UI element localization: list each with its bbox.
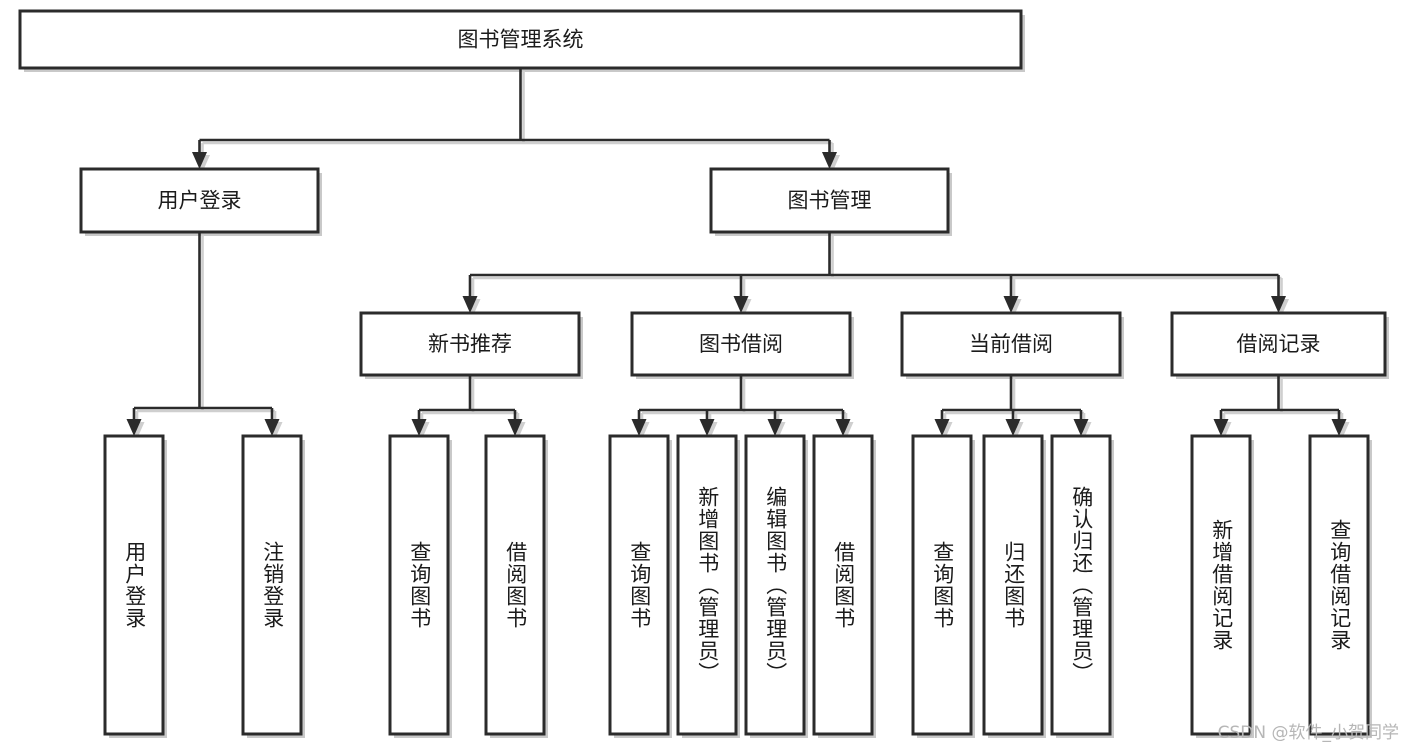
arrow-head [507,419,523,436]
node-label-root: 图书管理系统 [458,28,584,52]
node-box-leaf-edit-book[interactable] [744,434,806,736]
node-box-borrow-record[interactable] [1170,311,1387,377]
arrow-head [1213,419,1229,436]
arrow-head [126,419,142,436]
node-label-book-manage: 图书管理 [788,189,872,213]
node-box-leaf-add-book[interactable] [676,434,738,736]
node-box-leaf-return-book[interactable] [982,434,1044,736]
node-label-new-book-rec: 新书推荐 [428,332,512,356]
arrow-head [934,419,950,436]
node-box-root[interactable] [18,9,1023,70]
node-label-borrow-record: 借阅记录 [1237,332,1321,356]
arrow-head [1003,296,1019,313]
arrow-head [192,152,207,169]
node-label-current-borrow: 当前借阅 [969,332,1053,356]
watermark-text: CSDN @软件_小贺同学 [1217,723,1399,743]
node-box-leaf-query-book-cur[interactable] [911,434,973,736]
node-box-current-borrow[interactable] [900,311,1122,377]
node-box-leaf-user-login[interactable] [103,434,165,736]
arrow-head [1271,296,1286,313]
connector-layer [126,68,1347,436]
node-box-user-login[interactable] [79,167,320,234]
arrow-head [835,419,851,436]
arrow-head [733,296,749,313]
arrow-head [699,419,715,436]
arrow-head [822,152,837,169]
arrow-head [411,419,427,436]
node-box-leaf-confirm-return[interactable] [1050,434,1112,736]
node-box-book-manage[interactable] [709,167,950,234]
node-box-leaf-logout[interactable] [241,434,303,736]
arrow-head [631,419,647,436]
arrow-head [1073,419,1089,436]
node-box-leaf-add-record[interactable] [1190,434,1252,736]
node-label-user-login: 用户登录 [158,189,242,213]
node-box-leaf-query-book-rec[interactable] [388,434,450,736]
box-layer [18,9,1387,736]
arrow-head [264,419,280,436]
node-box-new-book-rec[interactable] [359,311,581,377]
arrow-head [1005,419,1021,436]
node-box-leaf-query-book-borrow[interactable] [608,434,670,736]
node-label-book-borrow: 图书借阅 [699,332,783,356]
arrow-head [462,296,478,313]
node-box-leaf-query-record[interactable] [1308,434,1370,736]
node-box-book-borrow[interactable] [630,311,852,377]
node-box-leaf-borrow-book[interactable] [812,434,874,736]
node-box-leaf-borrow-book-rec[interactable] [484,434,546,736]
arrow-head [1331,419,1347,436]
arrow-head [767,419,783,436]
